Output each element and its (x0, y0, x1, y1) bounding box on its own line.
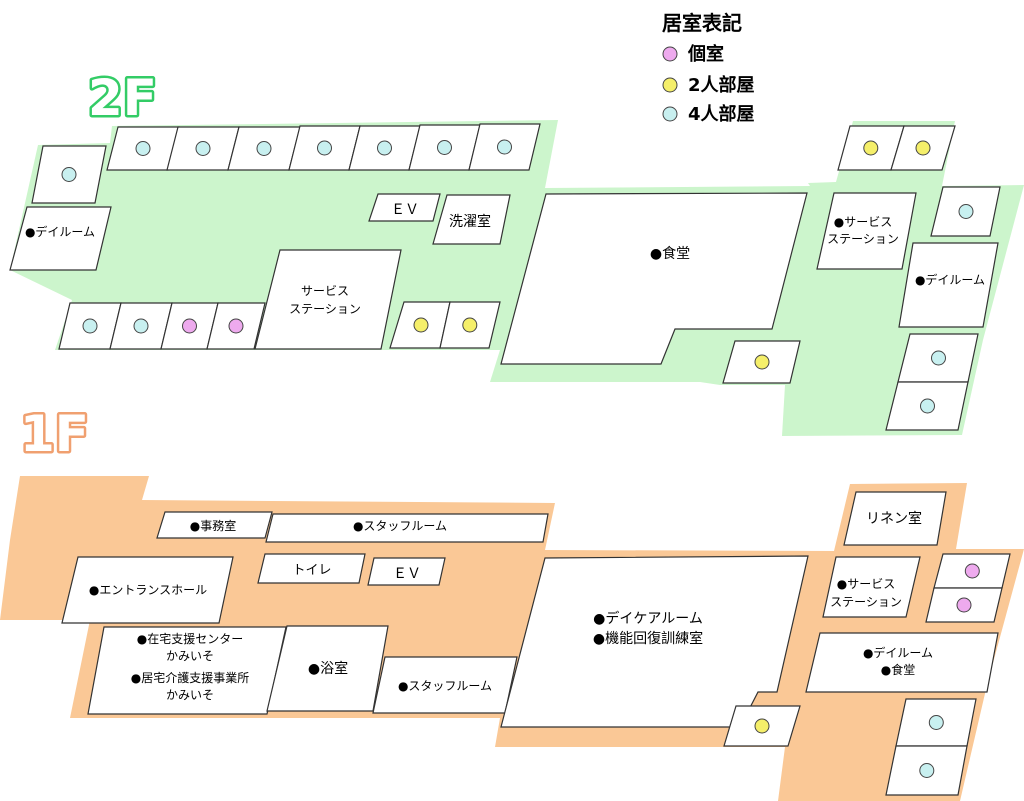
label-2f-service-station-west-1: サービス (301, 284, 349, 298)
floor-1: ●事務室 ●スタッフルーム ●エントランスホール トイレ ＥＶ ●在宅支援センタ… (0, 476, 1024, 801)
label-1f-bath: ●浴室 (308, 660, 348, 677)
legend-quad-label: 4人部屋 (688, 103, 755, 125)
f2-bedroom-8-quad-marker (497, 139, 512, 155)
legend-double-label: 2人部屋 (688, 74, 755, 96)
room-2f-laundry (432, 194, 511, 245)
floor-2-label: 2F (88, 69, 157, 127)
room-1f-ev (367, 557, 446, 586)
label-1f-service-station-2: ステーション (830, 595, 902, 609)
room-2f-dayroom-west (9, 206, 112, 271)
f2-bedroom-1-quad-marker (61, 167, 77, 182)
label-1f-staff-south: ●スタッフルーム (398, 679, 492, 693)
room-1f-daycare (500, 555, 809, 728)
room-2f-service-station-east (816, 192, 917, 270)
f1-bedroom-4-quad-marker (928, 715, 944, 730)
f2-bedroom-16-double-marker (915, 140, 931, 156)
f2-bedroom-11-private-marker (182, 318, 197, 334)
f2-bedroom-7-quad-marker (437, 140, 452, 155)
label-2f-dining: ●食堂 (650, 245, 690, 262)
label-1f-staff-north: ●スタッフルーム (353, 519, 447, 533)
f2-bedroom-5-quad-marker (317, 140, 332, 156)
legend-title: 居室表記 (662, 11, 742, 35)
label-1f-support-3: ●居宅介護支援事業所 (131, 670, 249, 685)
room-2f-dining (500, 192, 808, 365)
f1-bedroom-3-double-marker (754, 718, 770, 734)
label-1f-support-2: かみいそ (166, 649, 214, 663)
label-1f-support-4: かみいそ (166, 688, 214, 702)
legend: 居室表記 個室 2人部屋 4人部屋 (662, 11, 755, 125)
label-2f-service-station-east-2: ステーション (827, 232, 899, 246)
f1-bedroom-1-private-marker (964, 563, 980, 579)
room-1f-support-offices (87, 626, 287, 715)
room-1f-office (156, 511, 273, 539)
f2-bedroom-19-quad-marker (931, 350, 946, 366)
f2-bedroom-4-quad-marker (256, 141, 272, 156)
label-1f-entrance-hall: ●エントランスホール (89, 583, 207, 597)
legend-private-marker (662, 46, 678, 62)
f2-bedroom-2-quad-marker (135, 141, 151, 156)
label-1f-daycare-2: ●機能回復訓練室 (593, 630, 703, 647)
room-2f-dayroom-east (898, 242, 999, 328)
f2-bedroom-9-quad-marker (82, 318, 98, 334)
legend-quad-marker (662, 106, 678, 122)
f2-bedroom-3-quad-marker (195, 141, 211, 156)
label-1f-ev: ＥＶ (393, 566, 421, 582)
label-1f-office: ●事務室 (190, 518, 236, 533)
f2-bedroom-15-double-marker (863, 140, 879, 156)
legend-double-marker (662, 77, 678, 93)
f2-bedroom-10-quad-marker (133, 318, 149, 334)
label-1f-linen: リネン室 (866, 510, 922, 527)
room-1f-entrance-hall (61, 556, 234, 624)
room-2f-ev (368, 193, 441, 222)
f1-bedroom-2-private-marker (956, 597, 972, 613)
room-1f-linen (843, 491, 947, 546)
f2-bedroom-14-double-marker (462, 317, 478, 333)
label-1f-toilet: トイレ (292, 563, 331, 578)
label-2f-ev: ＥＶ (391, 202, 419, 218)
label-1f-dayroom-dining-1: ●デイルーム (863, 645, 933, 660)
room-1f-service-station (822, 556, 921, 618)
label-2f-dayroom-east: ●デイルーム (915, 272, 985, 287)
f2-bedroom-6-quad-marker (377, 140, 392, 156)
floor-2: ●デイルーム ＥＶ 洗濯室 サービス ステーション ●食堂 ●サービス ステーシ… (9, 120, 1024, 436)
f2-bedroom-17-quad-marker (958, 204, 974, 219)
f2-bedroom-12-private-marker (228, 318, 244, 334)
legend-private-label: 個室 (687, 43, 724, 65)
room-1f-staff-north (265, 513, 549, 543)
label-2f-laundry: 洗濯室 (449, 213, 491, 230)
label-1f-dayroom-dining-2: ●食堂 (881, 662, 915, 677)
label-1f-support-1: ●在宅支援センター (137, 631, 243, 646)
label-2f-service-station-west-2: ステーション (289, 302, 361, 316)
label-1f-service-station-1: ●サービス (837, 577, 895, 591)
label-2f-dayroom-west: ●デイルーム (25, 224, 95, 239)
room-2f-service-station-west (254, 249, 402, 350)
label-1f-daycare-1: ●デイケアルーム (593, 610, 703, 627)
floor-1-label: 1F (20, 405, 89, 463)
f2-bedroom-18-double-marker (754, 354, 770, 370)
f2-bedroom-20-quad-marker (920, 398, 935, 414)
room-1f-dayroom-dining (805, 632, 999, 693)
label-2f-service-station-east-1: ●サービス (834, 215, 892, 229)
room-1f-toilet (257, 553, 366, 584)
f2-bedroom-13-double-marker (413, 317, 429, 333)
f1-bedroom-5-quad-marker (919, 763, 935, 778)
